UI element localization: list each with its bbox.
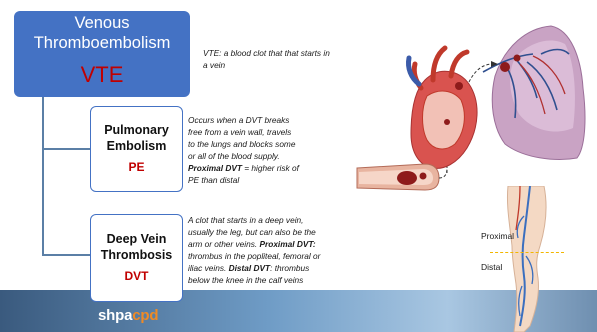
- pe-title-line1: Pulmonary: [91, 122, 182, 138]
- shpacpd-logo: shpacpd: [98, 307, 158, 324]
- dvt-title-line1: Deep Vein: [91, 231, 182, 247]
- dvt-distal-dvt-label: Distal DVT: [229, 263, 271, 273]
- tree-connector-pe: [42, 148, 90, 150]
- vte-abbreviation: VTE: [14, 62, 190, 88]
- pe-box: Pulmonary Embolism PE: [90, 106, 183, 192]
- leg-illustration: [500, 186, 560, 332]
- dvt-abbreviation: DVT: [91, 269, 182, 283]
- pe-proximal-dvt-label: Proximal DVT: [188, 163, 242, 173]
- vein-clot: [397, 171, 417, 185]
- dvt-box: Deep Vein Thrombosis DVT: [90, 214, 183, 302]
- dvt-description: A clot that starts in a deep vein, usual…: [188, 214, 348, 286]
- distal-label: Distal: [481, 262, 502, 272]
- heart-clot-2: [444, 119, 450, 125]
- lung-clot: [500, 62, 510, 72]
- vte-definition: VTE: a blood clot that that starts in a …: [203, 47, 333, 71]
- vein-clot-fragment: [420, 173, 427, 180]
- proximal-distal-divider: [490, 252, 564, 253]
- travel-path-vein: [439, 168, 447, 178]
- tree-connector-vertical: [42, 97, 44, 255]
- pe-description: Occurs when a DVT breaks free from a vei…: [188, 114, 338, 186]
- tree-connector-dvt: [42, 254, 90, 256]
- pe-title-line2: Embolism: [91, 138, 182, 154]
- proximal-label: Proximal: [481, 231, 514, 241]
- dvt-proximal-dvt-label: Proximal DVT:: [259, 239, 315, 249]
- heart-chambers: [423, 91, 465, 149]
- pe-abbreviation: PE: [91, 160, 182, 174]
- vte-box: Venous Thromboembolism VTE: [14, 11, 190, 97]
- vte-title: Venous Thromboembolism: [14, 13, 190, 53]
- heart-lung-illustration: [355, 18, 595, 203]
- lung-clot-2: [514, 55, 521, 62]
- heart-clot: [455, 82, 463, 90]
- dvt-title-line2: Thrombosis: [91, 247, 182, 263]
- travel-path-upper: [469, 64, 493, 82]
